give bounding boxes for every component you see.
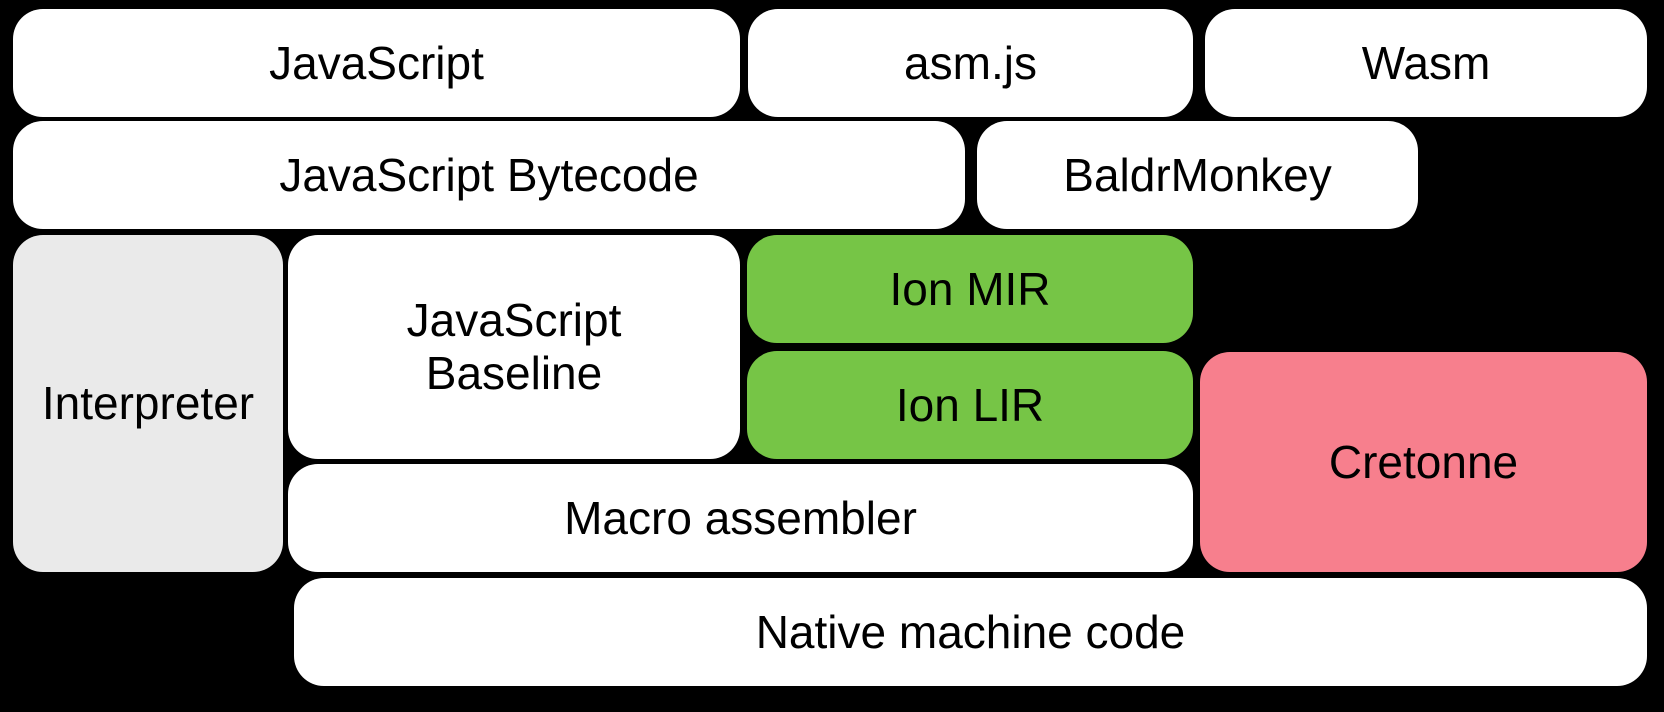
box-cretonne: Cretonne [1200,352,1647,572]
box-javascript: JavaScript [13,9,740,117]
box-ion-lir: Ion LIR [747,351,1193,459]
box-wasm: Wasm [1205,9,1647,117]
box-baldrmonkey: BaldrMonkey [977,121,1418,229]
box-native-machine-code: Native machine code [294,578,1647,686]
box-javascript-bytecode: JavaScript Bytecode [13,121,965,229]
box-interpreter: Interpreter [13,235,283,572]
box-macro-assembler: Macro assembler [288,464,1193,572]
box-ion-mir: Ion MIR [747,235,1193,343]
box-asmjs: asm.js [748,9,1193,117]
box-javascript-baseline: JavaScript Baseline [288,235,740,459]
